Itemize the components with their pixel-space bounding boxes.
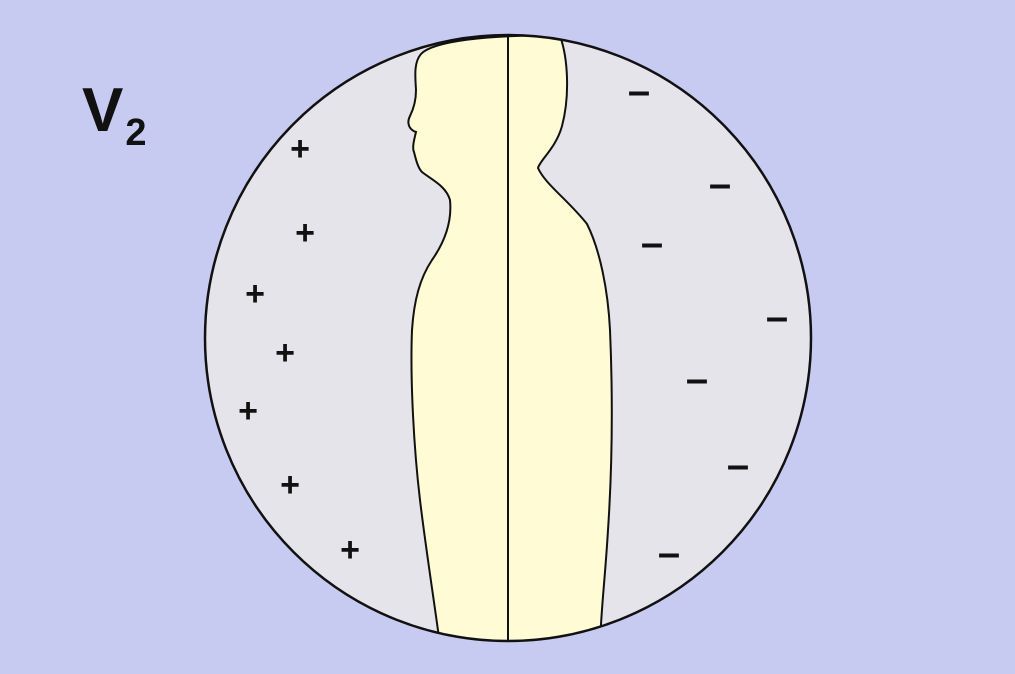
negative-charge: – xyxy=(686,357,708,401)
negative-charge: – xyxy=(628,69,650,113)
negative-charge: – xyxy=(658,531,680,575)
positive-charge: + xyxy=(238,392,258,430)
positive-charge: + xyxy=(295,214,315,252)
negative-charge: – xyxy=(709,162,731,206)
positive-charge: + xyxy=(340,531,360,569)
positive-charge: + xyxy=(280,466,300,504)
negative-charge: – xyxy=(641,221,663,265)
positive-charge: + xyxy=(290,130,310,168)
negative-charge: – xyxy=(727,443,749,487)
positive-charge: + xyxy=(275,334,295,372)
negative-charge: – xyxy=(766,295,788,339)
positive-charge: + xyxy=(245,275,265,313)
